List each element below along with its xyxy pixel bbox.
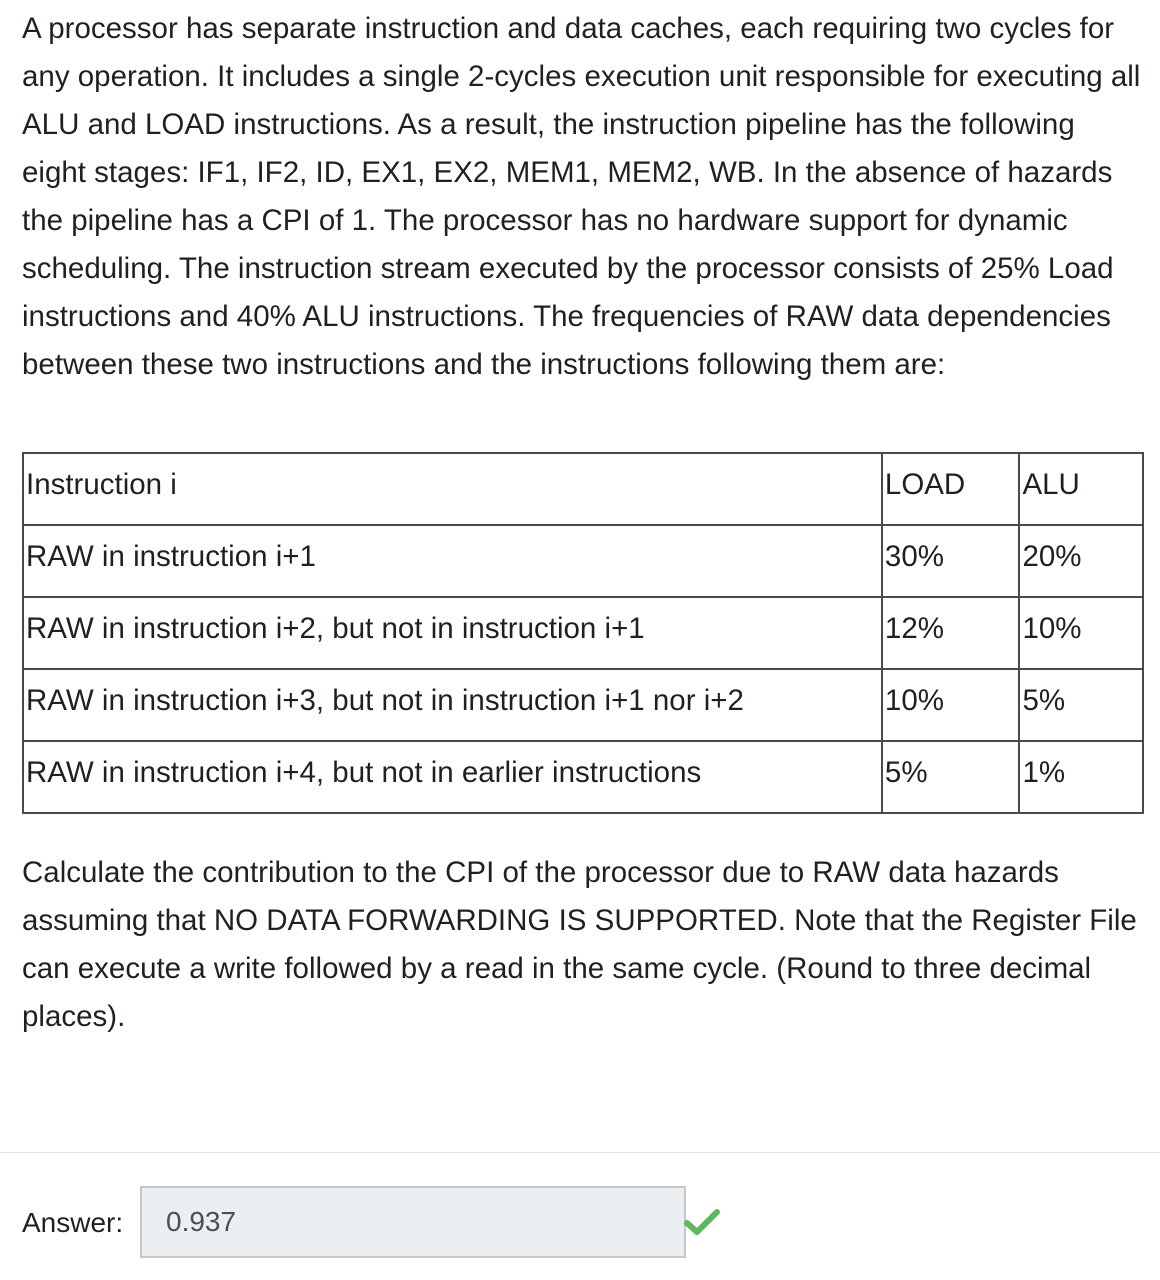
alu-cell: 1% <box>1018 740 1144 814</box>
table-header-row: Instruction i LOAD ALU <box>22 452 1144 526</box>
header-load: LOAD <box>880 452 1021 526</box>
answer-input[interactable] <box>140 1186 686 1258</box>
alu-cell: 10% <box>1018 596 1144 670</box>
row-label: RAW in instruction i+3, but not in instr… <box>22 668 883 742</box>
load-cell: 10% <box>880 668 1021 742</box>
alu-cell: 20% <box>1018 524 1144 598</box>
table-row: RAW in instruction i+1 30% 20% <box>22 524 1144 598</box>
check-mark-path <box>684 1209 720 1235</box>
raw-dependency-table: Instruction i LOAD ALU RAW in instructio… <box>22 452 1144 814</box>
alu-cell: 5% <box>1018 668 1144 742</box>
load-cell: 30% <box>880 524 1021 598</box>
row-label: RAW in instruction i+2, but not in instr… <box>22 596 883 670</box>
row-label: RAW in instruction i+1 <box>22 524 883 598</box>
section-divider <box>0 1152 1160 1153</box>
question-text: A processor has separate instruction and… <box>22 12 1141 381</box>
answer-label: Answer: <box>22 1207 124 1238</box>
header-alu: ALU <box>1018 452 1144 526</box>
check-icon <box>684 1209 720 1235</box>
table-row: RAW in instruction i+4, but not in earli… <box>22 740 1144 814</box>
row-label: RAW in instruction i+4, but not in earli… <box>22 740 883 814</box>
header-instruction: Instruction i <box>22 452 883 526</box>
table-row: RAW in instruction i+2, but not in instr… <box>22 596 1144 670</box>
table-row: RAW in instruction i+3, but not in instr… <box>22 668 1144 742</box>
question-prompt: Calculate the contribution to the CPI of… <box>22 856 1137 1033</box>
load-cell: 12% <box>880 596 1021 670</box>
load-cell: 5% <box>880 740 1021 814</box>
